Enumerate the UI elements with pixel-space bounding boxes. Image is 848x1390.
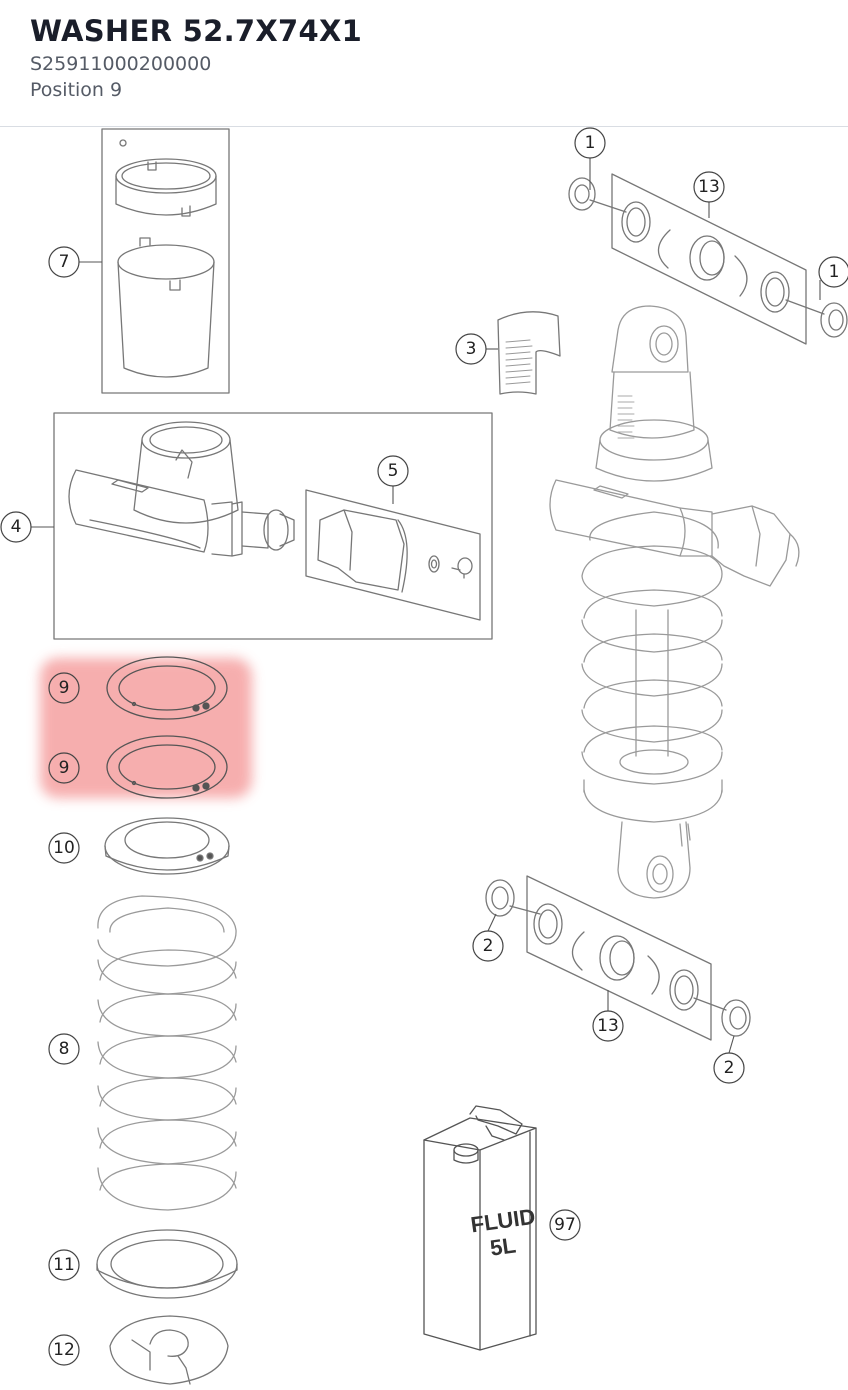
highlight-position-9[interactable] bbox=[40, 658, 252, 798]
callout-10-label: 10 bbox=[53, 838, 75, 858]
callout-8[interactable]: 8 bbox=[48, 1033, 80, 1065]
callout-1-top-right[interactable]: 1 bbox=[818, 256, 848, 288]
callout-13-top[interactable]: 13 bbox=[693, 171, 725, 203]
callout-2-lower[interactable]: 2 bbox=[713, 1052, 745, 1084]
callout-2-upper[interactable]: 2 bbox=[472, 930, 504, 962]
part-number: S25911000200000 bbox=[30, 53, 212, 75]
part-7-sleeve-group[interactable] bbox=[101, 128, 230, 394]
callout-11-label: 11 bbox=[53, 1255, 75, 1275]
part-97-fluid-can[interactable] bbox=[423, 1105, 537, 1351]
fluid-can-label-line2: 5L bbox=[488, 1232, 517, 1260]
exploded-parts-diagram: FLUID 5L 1 13 1 7 3 4 5 9 9 10 2 13 2 8 … bbox=[0, 127, 848, 1385]
part-9-washer-lower[interactable] bbox=[106, 735, 228, 799]
callout-7-label: 7 bbox=[59, 252, 70, 272]
callout-1-label: 1 bbox=[585, 133, 596, 153]
callout-2-label: 2 bbox=[724, 1058, 735, 1078]
part-3-label[interactable] bbox=[497, 311, 561, 395]
fluid-can-label: FLUID 5L bbox=[469, 1204, 537, 1261]
callout-9-upper[interactable]: 9 bbox=[48, 672, 80, 704]
callout-11[interactable]: 11 bbox=[48, 1249, 80, 1281]
shock-absorber-assembly[interactable] bbox=[549, 305, 800, 899]
part-10-spring-seat[interactable] bbox=[104, 817, 230, 875]
callout-13-label: 13 bbox=[698, 177, 720, 197]
callout-5-label: 5 bbox=[388, 461, 399, 481]
callout-7[interactable]: 7 bbox=[48, 246, 80, 278]
callout-3-label: 3 bbox=[466, 339, 477, 359]
callout-97[interactable]: 97 bbox=[549, 1209, 581, 1241]
part-9-washer-upper[interactable] bbox=[106, 656, 228, 720]
part-title: WASHER 52.7X74X1 bbox=[30, 14, 363, 48]
callout-13-label: 13 bbox=[597, 1016, 619, 1036]
part-11-washer[interactable] bbox=[96, 1229, 238, 1299]
callout-12[interactable]: 12 bbox=[48, 1334, 80, 1366]
part-5-adjuster-kit[interactable] bbox=[305, 489, 481, 621]
callout-4-label: 4 bbox=[11, 517, 22, 537]
callout-9-lower[interactable]: 9 bbox=[48, 752, 80, 784]
callout-2-label: 2 bbox=[483, 936, 494, 956]
callout-9-label: 9 bbox=[59, 758, 70, 778]
callout-3[interactable]: 3 bbox=[455, 333, 487, 365]
part-position: Position 9 bbox=[30, 79, 123, 101]
callout-5[interactable]: 5 bbox=[377, 455, 409, 487]
callout-1-top-left[interactable]: 1 bbox=[574, 127, 606, 159]
fluid-can-label-line1: FLUID bbox=[469, 1204, 537, 1238]
part-13-bottom-bearing-kit[interactable] bbox=[485, 875, 751, 1041]
callout-8-label: 8 bbox=[59, 1039, 70, 1059]
callout-4[interactable]: 4 bbox=[0, 511, 32, 543]
callout-10[interactable]: 10 bbox=[48, 832, 80, 864]
part-4-reservoir-group[interactable] bbox=[53, 412, 493, 640]
callout-9-label: 9 bbox=[59, 678, 70, 698]
part-header: WASHER 52.7X74X1 S25911000200000 Positio… bbox=[0, 0, 848, 127]
callout-13-bottom[interactable]: 13 bbox=[592, 1010, 624, 1042]
callout-12-label: 12 bbox=[53, 1340, 75, 1360]
callout-97-label: 97 bbox=[554, 1215, 576, 1235]
part-12-spring-retainer[interactable] bbox=[109, 1315, 229, 1385]
callout-1-label: 1 bbox=[829, 262, 840, 282]
part-13-top-bearing-kit[interactable] bbox=[568, 173, 848, 345]
part-8-spring[interactable] bbox=[97, 895, 237, 1211]
